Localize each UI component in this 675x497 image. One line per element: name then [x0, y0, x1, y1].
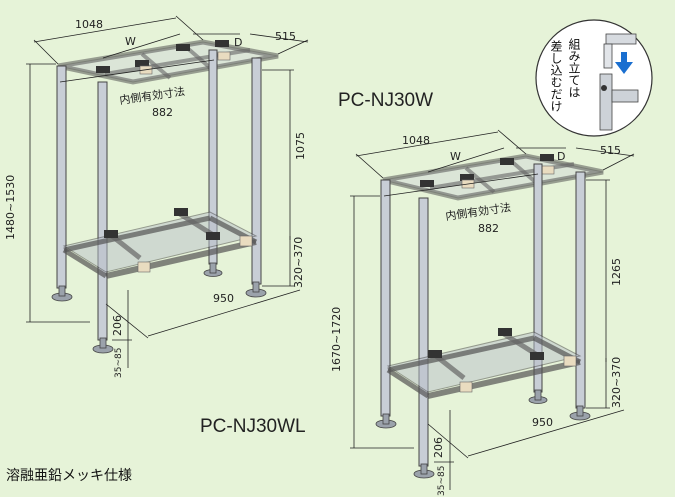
down-arrow-icon: [621, 52, 627, 62]
assembly-inset: 組み立ては 差し込むだけ: [535, 19, 653, 137]
upper-depth-label: 515: [275, 30, 296, 43]
upper-dimensions: [26, 15, 309, 368]
lower-inner-value: 882: [478, 222, 499, 235]
upper-w-label: W: [125, 35, 136, 48]
lower-model-name: PC-NJ30WL: [200, 416, 306, 437]
lower-depth-label: 515: [600, 144, 621, 157]
upper-lower-range: 320~370: [292, 237, 305, 288]
upper-d-label: D: [234, 36, 242, 49]
lower-d-label: D: [557, 150, 565, 163]
upper-height-total: 1480~1530: [4, 175, 17, 240]
finish-label: 溶融亜鉛メッキ仕様: [6, 468, 132, 484]
lower-base-width: 950: [532, 416, 553, 429]
inset-circle: [535, 19, 653, 137]
upper-leg: [97, 81, 108, 341]
upper-stand: [51, 39, 279, 354]
lower-dimensions: [350, 129, 635, 490]
upper-clamp: [215, 40, 229, 47]
lower-foot-height: 206: [432, 437, 445, 458]
upper-inner-value: 882: [152, 106, 173, 119]
lower-inner-label: 内側有効寸法: [444, 200, 511, 223]
lower-foot-adjust: 35~85: [437, 466, 447, 496]
upper-clamp: [96, 66, 110, 73]
upper-foot-adjust: 35~85: [114, 348, 124, 378]
inset-note-line1: 組み立ては: [567, 38, 581, 98]
lower-width-label: 1048: [402, 134, 430, 147]
upper-base-width: 950: [213, 292, 234, 305]
upper-width-label: 1048: [75, 18, 103, 31]
upper-clamp: [135, 60, 149, 67]
inset-note-line2: 差し込むだけ: [549, 40, 563, 112]
lower-height-top: 1265: [610, 258, 623, 286]
upper-foot-height: 206: [111, 315, 124, 336]
lower-lower-range: 320~370: [610, 357, 623, 408]
lower-stand: [375, 153, 604, 479]
upper-inner-label: 内側有効寸法: [118, 84, 185, 107]
upper-leg: [251, 57, 262, 285]
lower-w-label: W: [450, 150, 461, 163]
upper-model-name: PC-NJ30W: [338, 90, 433, 111]
upper-height-top: 1075: [294, 132, 307, 160]
upper-clamp: [176, 44, 190, 51]
lower-height-total: 1670~1720: [330, 307, 343, 372]
upper-leg: [56, 65, 67, 289]
